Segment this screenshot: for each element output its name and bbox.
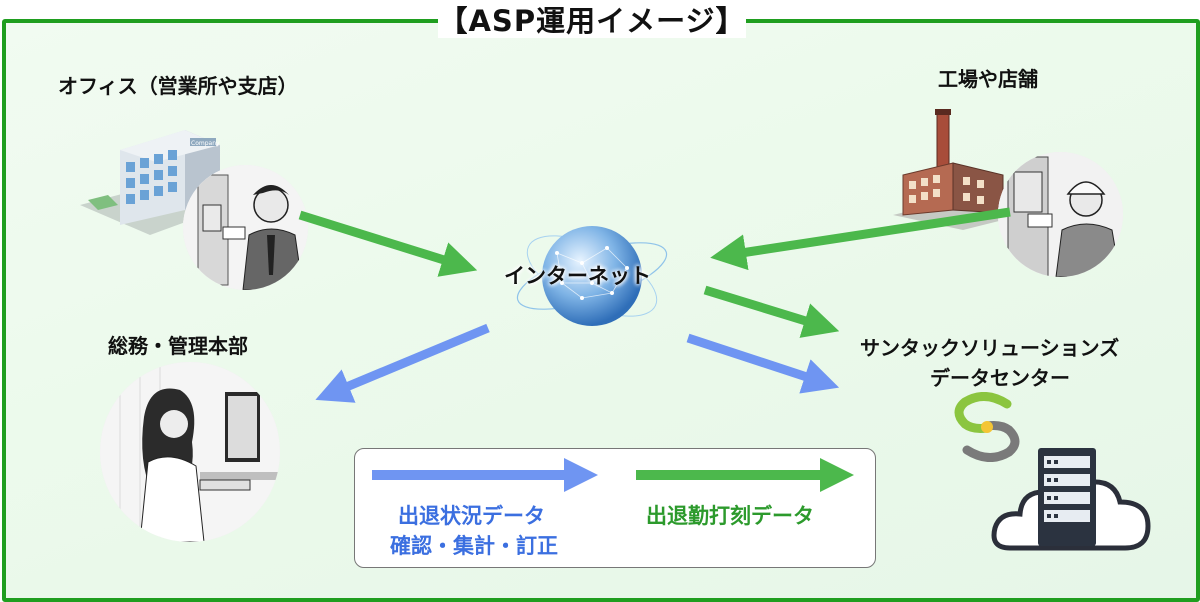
factory-label: 工場や店舗 [938,67,1038,91]
office-building-icon: Company [80,130,240,235]
legend-green-label: 出退勤打刻データ [646,504,814,528]
worker-helmet-icon [998,152,1123,277]
arrow-office-to-internet [298,210,478,277]
legend-blue-line2: 確認・集計・訂正 [390,534,558,558]
arrow-datacenter-to-internet-blue [686,333,840,394]
legend-arrows [372,458,854,492]
office-label: オフィス（営業所や支店） [58,74,298,98]
legend-blue-line1: 出退状況データ [398,504,545,528]
globe-icon [516,226,668,326]
datacenter-label-line1: サンタックソリューションズ [860,336,1120,360]
diagram-title: 【ASP運用イメージ】 [438,4,746,38]
logo-s-icon [954,392,1020,462]
admin-label: 総務・管理本部 [108,334,248,358]
internet-label: インターネット [504,264,651,288]
arrow-factory-to-internet [710,207,1011,271]
office-worker-desk-icon [100,362,280,542]
legend-box [354,448,876,568]
factory-icon [893,109,1023,230]
arrow-internet-to-datacenter-green [703,285,840,338]
arrow-internet-to-admin [315,323,490,403]
cloud-server-icon [991,448,1151,551]
building-sign-text: Company [191,140,220,147]
datacenter-label-line2: データセンター [930,366,1070,390]
